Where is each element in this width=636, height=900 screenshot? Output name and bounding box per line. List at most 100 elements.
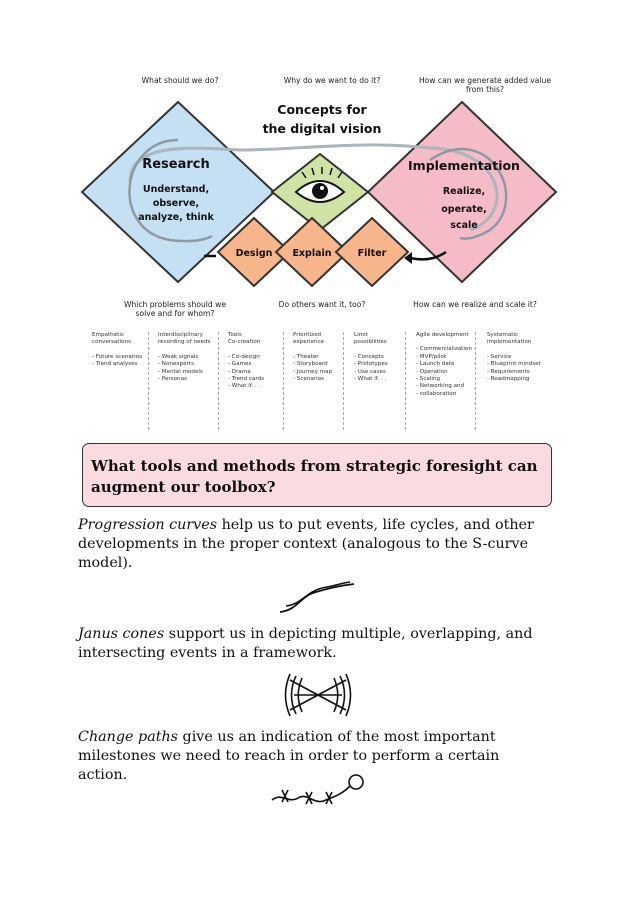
column-item-text: Commercialization [420,346,472,352]
question-which-problems-line2: solve and for whom? [110,309,240,318]
column-item-text: Requirements [491,369,530,375]
column-item-text: Launch date [420,361,455,367]
column-heading: Interdisciplinaryrecording of needs [158,332,220,347]
column-item-text: MVP/pilot [420,354,446,360]
column-item-text: Journey map [297,369,332,375]
column-heading-line2: experience [293,339,355,346]
column-item: Trend cards [228,376,290,383]
column-item-text: Concepts [358,354,384,360]
method-column: PrioritizedexperienceTheaterStoryboardJo… [293,332,355,383]
column-item-text: Future scenarios [96,354,142,360]
column-item-list: CommercializationMVP/pilotLaunch dateOpe… [416,346,478,398]
method-column: Agile developmentCommercializationMVP/pi… [416,332,478,398]
column-item: Games [228,361,290,368]
column-item: Concepts [354,354,416,361]
method-column: ToolsCo-creationCo-designGamesDramaTrend… [228,332,290,391]
column-item: Roadmapping [487,376,549,383]
column-item-text: Storyboard [297,361,328,367]
column-item: Journey map [293,369,355,376]
method-column: Interdisciplinaryrecording of needsWeak … [158,332,220,383]
column-heading-line2: implementation [487,339,549,346]
question-realize-scale: How can we realize and scale it? [400,300,550,309]
column-heading-line2: recording of needs [158,339,220,346]
center-title-line2: the digital vision [263,121,382,136]
progression-curve-icon [278,580,358,616]
center-title-line1: Concepts for [277,102,367,117]
column-item-text: Theater [297,354,319,360]
column-heading-line2: possibilities [354,339,416,346]
column-item: Networking and [416,383,478,390]
column-item-list: ConceptsPrototypesUse casesWhat if. . . [354,354,416,384]
column-item: Launch date [416,361,478,368]
column-item-text: Roadmapping [491,376,530,382]
column-item-text: Networking and [420,383,464,389]
column-item-text: What if. . . [232,383,260,389]
research-title: Research [142,157,210,172]
paragraph-progression-curves: Progression curves help us to put events… [78,516,548,573]
column-item-list: Weak signalsNonexpertsMental modelsPerso… [158,354,220,384]
column-item: Requirements [487,369,549,376]
column-item-text: Trend cards [232,376,264,382]
implementation-line3: scale [450,220,477,231]
question-which-problems-line1: Which problems should we [110,300,240,309]
column-item: Scaling [416,376,478,383]
method-column: SystematicimplementationServiceBlueprint… [487,332,549,383]
column-heading-line1: Prioritized [293,332,355,339]
column-item-text: Games [232,361,252,367]
column-heading-line2: Co-creation [228,339,290,346]
column-item: Blueprint mindset [487,361,549,368]
column-item: Trend analyses [92,361,154,368]
janus-cone-icon [284,670,352,720]
column-heading-line2: conversations [92,339,154,346]
column-item: Storyboard [293,361,355,368]
column-item-text: Use cases [358,369,386,375]
column-item-text: Co-design [232,354,260,360]
method-column: EmpatheticconversationsFuture scenariosT… [92,332,154,369]
column-item: Operation [416,369,478,376]
step-design-label: Design [236,248,273,259]
column-item: Service [487,354,549,361]
column-item: MVP/pilot [416,354,478,361]
implementation-line1: Realize, [443,186,485,197]
column-heading-line1: Interdisciplinary [158,332,220,339]
column-item: Personas [158,376,220,383]
column-heading: ToolsCo-creation [228,332,290,347]
column-heading-line1: Empathetic [92,332,154,339]
column-item-text: Trend analyses [96,361,138,367]
column-heading-line1: Limit [354,332,416,339]
research-line2: observe, [153,198,199,209]
column-item: Drama [228,369,290,376]
column-item-list: TheaterStoryboardJourney mapScenarios [293,354,355,384]
column-item: What if. . . [228,383,290,390]
column-item: Prototypes [354,361,416,368]
column-item: Scenarios [293,376,355,383]
column-item-text: collaboration [420,391,456,397]
column-item-text: Blueprint mindset [491,361,541,367]
column-item-text: Service [491,354,512,360]
column-item: What if. . . [354,376,416,383]
column-item-text: Scaling [420,376,440,382]
step-explain-label: Explain [292,248,331,259]
column-item: Weak signals [158,354,220,361]
paragraph-janus-cones: Janus cones support us in depicting mult… [78,625,548,663]
column-item: Mental models [158,369,220,376]
callout-box: What tools and methods from strategic fo… [82,443,552,507]
term-change-paths: Change paths [78,729,178,745]
term-janus-cones: Janus cones [78,626,164,642]
column-item-text: Nonexperts [162,361,194,367]
column-item: collaboration [416,391,478,398]
callout-text: What tools and methods from strategic fo… [91,457,537,496]
column-item-text: Mental models [162,369,203,375]
implementation-title: Implementation [408,158,520,173]
column-item: Co-design [228,354,290,361]
column-item-list: Co-designGamesDramaTrend cardsWhat if. .… [228,354,290,391]
column-item: Use cases [354,369,416,376]
question-others-want: Do others want it, too? [262,300,382,309]
question-which-problems: Which problems should we solve and for w… [110,300,240,319]
column-item-text: Weak signals [162,354,199,360]
column-heading: Agile development [416,332,478,339]
column-item-text: Scenarios [297,376,324,382]
